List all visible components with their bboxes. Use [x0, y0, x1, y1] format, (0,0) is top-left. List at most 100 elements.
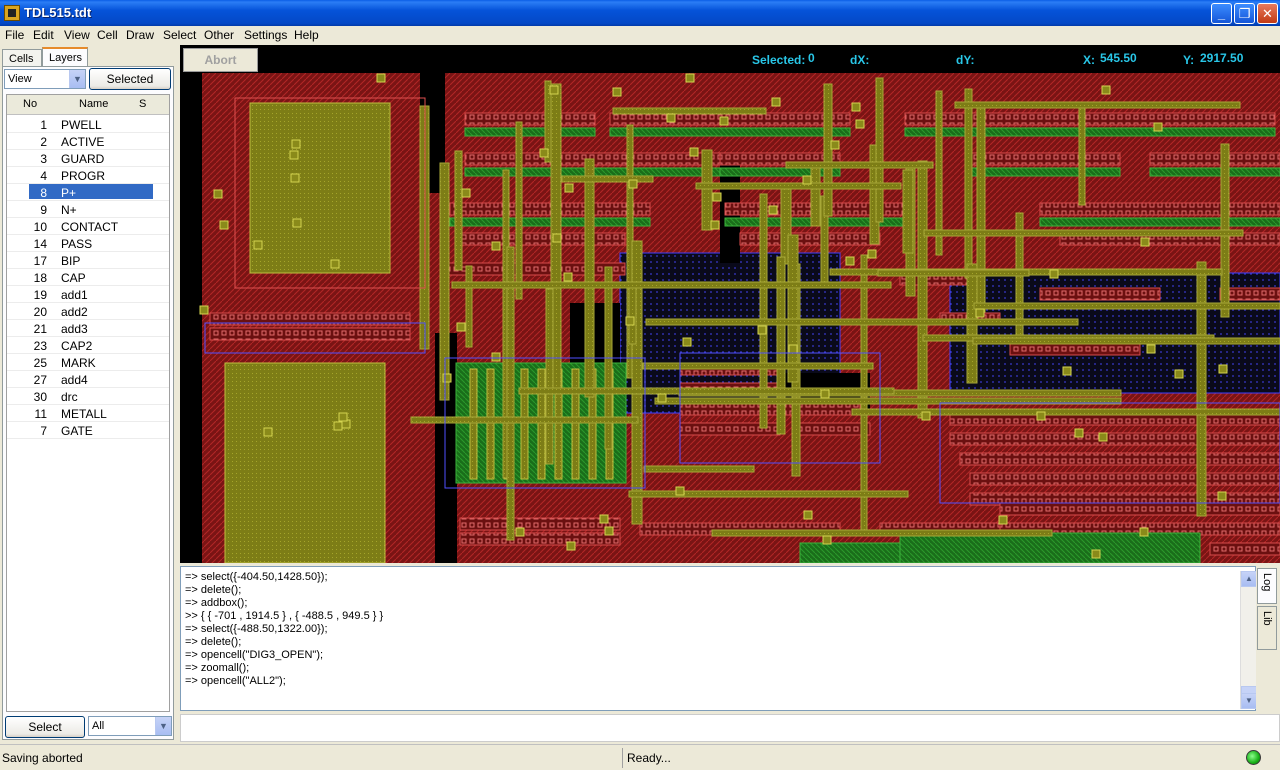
contact-row: [209, 312, 411, 326]
active-region: [969, 167, 1121, 177]
contact-row: [1209, 542, 1280, 556]
view-combo[interactable]: View ▼: [4, 69, 86, 89]
selected-button[interactable]: Selected: [89, 68, 171, 90]
via: [491, 352, 501, 362]
poly-route: [1078, 102, 1086, 206]
layer-number: 11: [34, 407, 47, 421]
column-s[interactable]: S: [139, 98, 147, 110]
menu-edit[interactable]: Edit: [33, 28, 54, 42]
poly-route: [935, 90, 943, 256]
filter-combo[interactable]: All ▼: [88, 716, 172, 736]
tab-lib[interactable]: Lib: [1257, 606, 1277, 650]
poly-route: [465, 265, 473, 348]
menu-settings[interactable]: Settings: [244, 28, 288, 42]
tab-cells[interactable]: Cells: [2, 49, 42, 69]
select-button[interactable]: Select: [5, 716, 85, 738]
column-name[interactable]: Name: [79, 98, 109, 110]
menu-other[interactable]: Other: [204, 28, 235, 42]
tab-log[interactable]: Log: [1257, 568, 1277, 604]
layer-number: 4: [40, 169, 47, 183]
via: [566, 541, 576, 551]
scroll-down-icon[interactable]: ▼: [1241, 693, 1257, 709]
poly-route: [628, 282, 637, 345]
log-line: => zoomall();: [185, 662, 250, 674]
menu-select[interactable]: Select: [163, 28, 197, 42]
menu-view[interactable]: View: [64, 28, 90, 42]
log-line: => select({-404.50,1428.50});: [185, 571, 328, 583]
gate-finger: [537, 368, 546, 480]
via: [998, 515, 1008, 525]
y-value: 2917.50: [1200, 51, 1244, 65]
log-line: => select({-488.50,1322.00});: [185, 623, 328, 635]
poly-route: [518, 387, 895, 395]
abort-button[interactable]: Abort: [183, 48, 258, 72]
chevron-down-icon[interactable]: ▼: [155, 717, 171, 735]
via: [515, 527, 525, 537]
command-input[interactable]: [180, 714, 1280, 742]
side-tabs: Log Lib: [1256, 566, 1278, 711]
via: [1153, 122, 1163, 132]
menu-draw[interactable]: Draw: [126, 28, 155, 42]
contact-row: [1149, 152, 1280, 166]
layer-name: add3: [61, 322, 88, 336]
via: [1101, 85, 1111, 95]
app-icon: [4, 5, 20, 21]
layout-canvas[interactable]: [180, 73, 1280, 563]
minimize-button[interactable]: _: [1211, 3, 1232, 24]
column-no[interactable]: No: [23, 98, 38, 110]
maximize-button[interactable]: ❐: [1234, 3, 1255, 24]
close-button[interactable]: ✕: [1257, 3, 1278, 24]
layout-drawing[interactable]: [180, 73, 1280, 563]
contact-row: [1219, 287, 1280, 301]
window-title: TDL515.tdt: [24, 5, 92, 20]
poly-route: [701, 149, 713, 231]
layer-number: 1: [40, 118, 47, 132]
via: [788, 344, 798, 354]
title-bar: TDL515.tdt _ ❐ ✕: [0, 0, 1280, 26]
layer-name: PASS: [61, 237, 93, 251]
menu-cell[interactable]: Cell: [97, 28, 118, 42]
menu-file[interactable]: File: [5, 28, 25, 42]
layers-panel: Cells Layers View ▼ Selected No Name S 1…: [0, 45, 178, 743]
scroll-up-icon[interactable]: ▲: [1241, 571, 1257, 587]
tab-layers[interactable]: Layers: [42, 47, 88, 67]
log-output[interactable]: => select({-404.50,1428.50});=> delete()…: [180, 566, 1256, 711]
via: [549, 85, 559, 95]
via: [855, 119, 865, 129]
via: [675, 486, 685, 496]
contact-row: [1009, 342, 1141, 356]
poly-route: [642, 362, 874, 370]
active-region: [904, 127, 1276, 137]
log-scrollbar[interactable]: ▲ ▼: [1240, 571, 1257, 709]
contact-row: [464, 112, 596, 126]
poly-route: [561, 175, 654, 183]
via: [253, 240, 263, 250]
menu-help[interactable]: Help: [294, 28, 319, 42]
via: [628, 179, 638, 189]
via: [803, 510, 813, 520]
chevron-down-icon[interactable]: ▼: [69, 70, 85, 88]
active-region: [899, 532, 1201, 563]
via: [768, 205, 778, 215]
tab-log-label: Log: [1261, 573, 1273, 592]
